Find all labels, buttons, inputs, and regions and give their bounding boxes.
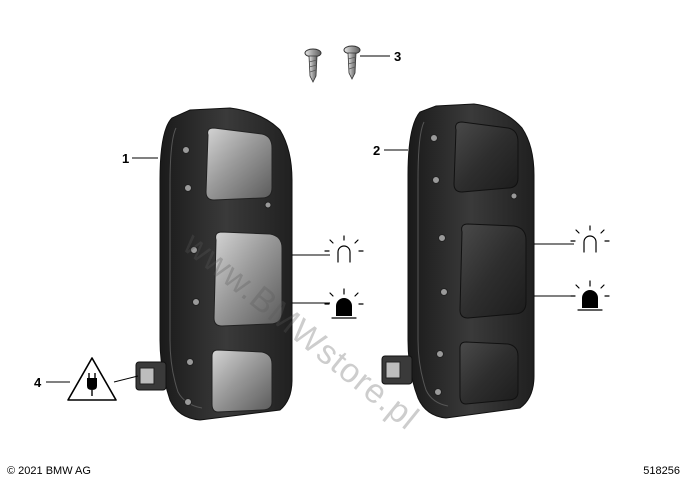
headlight-icon bbox=[292, 235, 364, 263]
callout-1: 1 bbox=[122, 151, 158, 166]
switch-unit-part-2 bbox=[381, 103, 535, 419]
callout-2-label: 2 bbox=[373, 143, 380, 158]
screw-part-3-a bbox=[304, 48, 322, 83]
callout-2: 2 bbox=[373, 143, 408, 158]
callout-3-label: 3 bbox=[394, 49, 401, 64]
screw-part-3-b bbox=[343, 45, 361, 80]
switch-unit-part-1 bbox=[135, 107, 293, 421]
hazard-warning-beacon-icon bbox=[292, 288, 364, 319]
callout-4: 4 bbox=[34, 375, 139, 390]
electrical-connector-warning-icon bbox=[67, 357, 117, 401]
copyright-text: © 2021 BMW AG bbox=[7, 465, 91, 477]
callout-1-label: 1 bbox=[122, 151, 129, 166]
callout-4-label: 4 bbox=[34, 375, 42, 390]
diagram-number: 518256 bbox=[643, 465, 680, 477]
hazard-warning-beacon-icon bbox=[534, 280, 610, 311]
callout-3: 3 bbox=[360, 49, 401, 64]
headlight-icon bbox=[534, 225, 610, 253]
